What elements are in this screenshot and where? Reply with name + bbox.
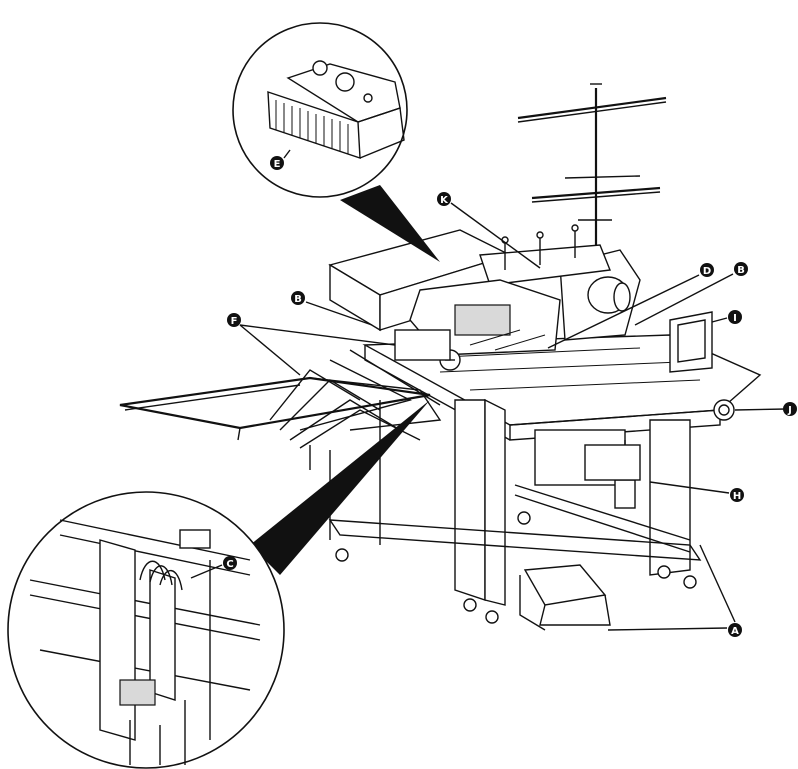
leader-f1 bbox=[239, 324, 301, 376]
callout-D: D bbox=[700, 263, 714, 277]
operation-panel bbox=[669, 311, 713, 373]
pedal bbox=[519, 564, 611, 631]
callout-label-I: I bbox=[733, 313, 737, 324]
callout-B-right: B bbox=[734, 262, 748, 276]
machine-stand bbox=[328, 398, 702, 624]
leader-k bbox=[450, 202, 541, 269]
callout-label-E: E bbox=[274, 159, 281, 170]
leader-b1 bbox=[305, 301, 373, 326]
callout-label-D: D bbox=[703, 266, 711, 277]
callout-E: E bbox=[270, 156, 284, 170]
detail-circle-top bbox=[232, 22, 440, 262]
leader-f2 bbox=[239, 324, 396, 346]
callout-label-B-left: B bbox=[294, 294, 302, 305]
leader-a1 bbox=[607, 627, 728, 631]
callout-label-H: H bbox=[733, 491, 741, 502]
detail-component-bottom bbox=[29, 519, 261, 765]
callout-A: A bbox=[728, 623, 742, 637]
callout-J: J bbox=[783, 402, 797, 416]
callout-H: H bbox=[730, 488, 744, 502]
callout-B-left: B bbox=[291, 291, 305, 305]
callout-label-J: J bbox=[787, 405, 792, 416]
sewing-head bbox=[328, 224, 641, 371]
folding-frame bbox=[119, 349, 442, 480]
leader-i bbox=[711, 317, 728, 323]
thread-stand bbox=[517, 83, 667, 262]
callout-K: K bbox=[437, 192, 451, 206]
leader-h bbox=[649, 481, 730, 494]
callout-label-C: C bbox=[226, 559, 233, 570]
leader-j bbox=[734, 408, 787, 411]
leader-b2 bbox=[634, 273, 734, 326]
casters bbox=[335, 511, 697, 624]
callout-label-K: K bbox=[440, 195, 449, 206]
callout-F: F bbox=[227, 313, 241, 327]
callout-label-F: F bbox=[231, 316, 238, 327]
detail-circle-bottom bbox=[7, 400, 430, 769]
detail-component-top bbox=[267, 60, 405, 159]
callout-label-B-right: B bbox=[737, 265, 745, 276]
callout-I: I bbox=[728, 310, 742, 324]
callout-label-A: A bbox=[731, 626, 739, 637]
sewing-machine-unit bbox=[119, 83, 762, 631]
leader-a2 bbox=[699, 544, 736, 623]
callout-C: C bbox=[223, 556, 237, 570]
leader-e bbox=[283, 149, 291, 159]
leader-c bbox=[190, 564, 223, 579]
leader-d bbox=[547, 274, 700, 349]
leader-lines bbox=[190, 149, 787, 631]
power-switch bbox=[713, 399, 735, 421]
